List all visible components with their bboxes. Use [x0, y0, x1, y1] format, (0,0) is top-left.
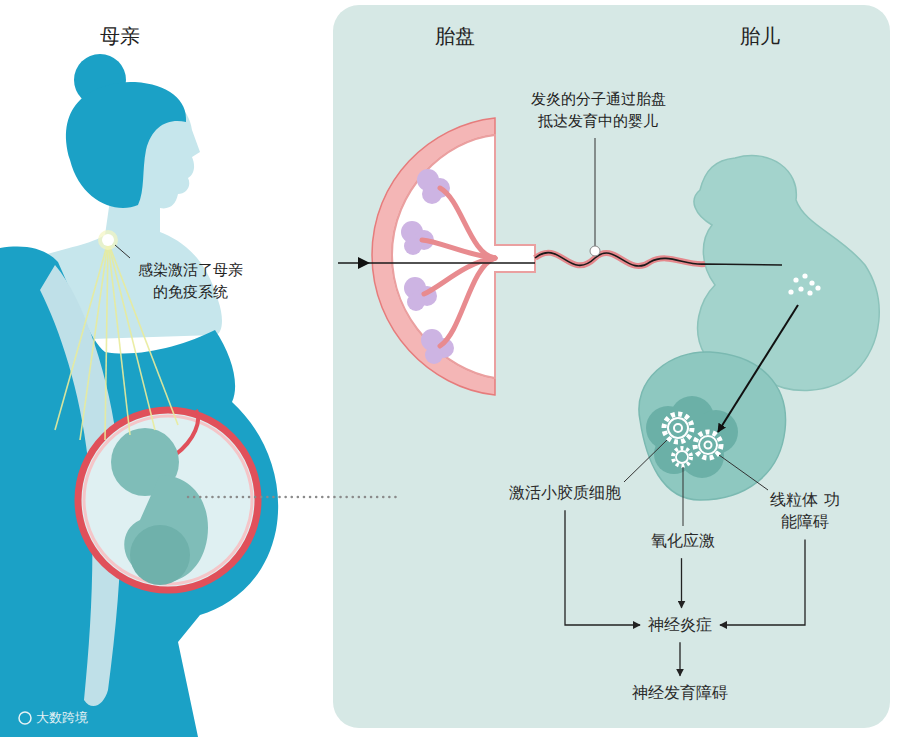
- placenta: [372, 118, 535, 395]
- callout-text: 发炎的分子通过胎盘 抵达发育中的婴儿: [526, 89, 670, 133]
- flow-arrow: [565, 510, 640, 625]
- flow-step: 氧化应激: [647, 528, 719, 554]
- hair: [66, 82, 186, 208]
- infection-dot: [102, 234, 114, 246]
- molecule: [809, 280, 814, 285]
- molecule: [807, 290, 812, 295]
- molecule: [793, 277, 798, 282]
- fetus: [639, 156, 879, 500]
- molecule: [788, 289, 793, 294]
- flow-step: 线粒体 功能障碍: [764, 487, 846, 536]
- gear-body: [699, 436, 717, 454]
- immune-ray: [105, 242, 108, 440]
- zoom-dotted-line: [188, 496, 400, 499]
- leader-line: [683, 467, 684, 526]
- gear: [664, 414, 692, 442]
- villus: [404, 237, 422, 255]
- figure-heading: 胎盘: [435, 22, 475, 51]
- immune-ray: [55, 242, 108, 430]
- flow-step: 神经炎症: [644, 612, 716, 638]
- small-fetus-head: [130, 525, 190, 585]
- mother-figure: [0, 54, 278, 737]
- brain-lobe: [654, 434, 694, 474]
- gear-hub: [705, 442, 712, 449]
- small-cord: [175, 410, 198, 455]
- flow-step: 神经发育障碍: [628, 680, 732, 706]
- uterus-lining: [84, 416, 252, 584]
- gear: [673, 448, 691, 466]
- figure-heading: 母亲: [100, 22, 140, 51]
- infection-glow: [98, 230, 118, 250]
- step-text: 氧化应激: [651, 530, 715, 552]
- placenta-inner: [392, 135, 535, 378]
- molecule: [815, 285, 820, 290]
- arrow-head: [358, 257, 370, 269]
- leader-line: [624, 440, 667, 482]
- umbilical-cord: [535, 253, 705, 266]
- gear-body: [676, 451, 688, 463]
- vessels: [422, 188, 495, 346]
- gear-teeth: [695, 432, 721, 458]
- leader-line: [595, 138, 596, 246]
- villi: [401, 169, 454, 364]
- gear-hub: [674, 424, 682, 432]
- flow-arrow: [681, 558, 682, 608]
- flow-step: 激活小胶质细胞: [505, 480, 625, 506]
- fetus-panel: [333, 5, 890, 728]
- leader-line: [115, 245, 130, 258]
- gear-teeth: [673, 448, 691, 466]
- villus: [425, 346, 443, 364]
- leader-line: [719, 455, 768, 490]
- callout-dot: [590, 246, 600, 256]
- fetus-brain: [646, 396, 738, 478]
- step-text: 神经炎症: [648, 614, 712, 636]
- gear-body: [668, 418, 688, 438]
- watermark: 大数跨境: [36, 709, 88, 728]
- flow-arrow: [679, 642, 680, 676]
- gear-teeth: [664, 414, 692, 442]
- molecule-arrow: [718, 305, 798, 432]
- vessel: [422, 240, 495, 258]
- watermark-logo: [19, 712, 31, 724]
- immune-ray: [80, 242, 108, 440]
- fetus-head: [639, 352, 786, 500]
- molecules: [788, 273, 820, 295]
- callout-text: 感染激活了母亲 的免疫系统: [133, 260, 247, 304]
- molecule: [802, 273, 807, 278]
- figure-heading: 胎儿: [740, 22, 780, 51]
- flow-arrow: [720, 539, 805, 625]
- vessel: [440, 258, 495, 346]
- step-text: 线粒体 功能障碍: [768, 489, 842, 534]
- molecule-path: [338, 253, 782, 266]
- step-text: 神经发育障碍: [632, 682, 728, 704]
- gear: [695, 432, 721, 458]
- step-text: 激活小胶质细胞: [509, 482, 621, 504]
- mother-dress: [0, 247, 278, 737]
- molecule: [798, 286, 803, 291]
